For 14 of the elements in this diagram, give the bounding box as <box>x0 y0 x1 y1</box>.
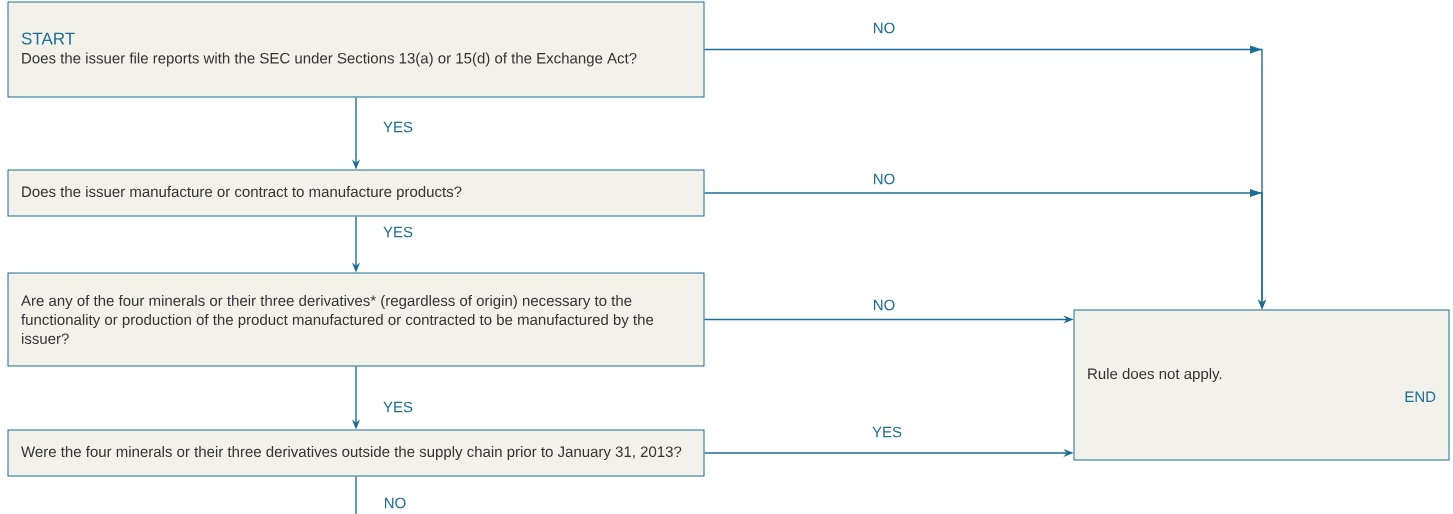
line <box>355 475 357 514</box>
edge-label: YES <box>871 425 903 439</box>
edge-label: YES <box>382 225 414 239</box>
process-box: Rule does not apply. END <box>1073 309 1450 461</box>
edge-label: NO <box>871 172 897 186</box>
edge-label: NO <box>382 496 408 510</box>
process-box: Were the four minerals or their three derivatives outside the supply chain prior to January 31, 2013? <box>7 429 705 477</box>
process-box: START Does the issuer file reports with the SEC under Sections 13(a) or 15(d) of the Exchange Act? <box>7 1 705 98</box>
edge-label: YES <box>382 120 414 134</box>
edge-label: YES <box>382 400 414 414</box>
process-box: Are any of the four minerals or their three derivatives* (regardless of origin) necessary to the functionality or production of the product manufactured or contracted to be manufactured by the issuer? <box>7 272 705 367</box>
edge-label: NO <box>871 298 897 312</box>
process-box: Does the issuer manufacture or contract to manufacture products? <box>7 169 705 217</box>
edge-label: NO <box>871 21 897 35</box>
